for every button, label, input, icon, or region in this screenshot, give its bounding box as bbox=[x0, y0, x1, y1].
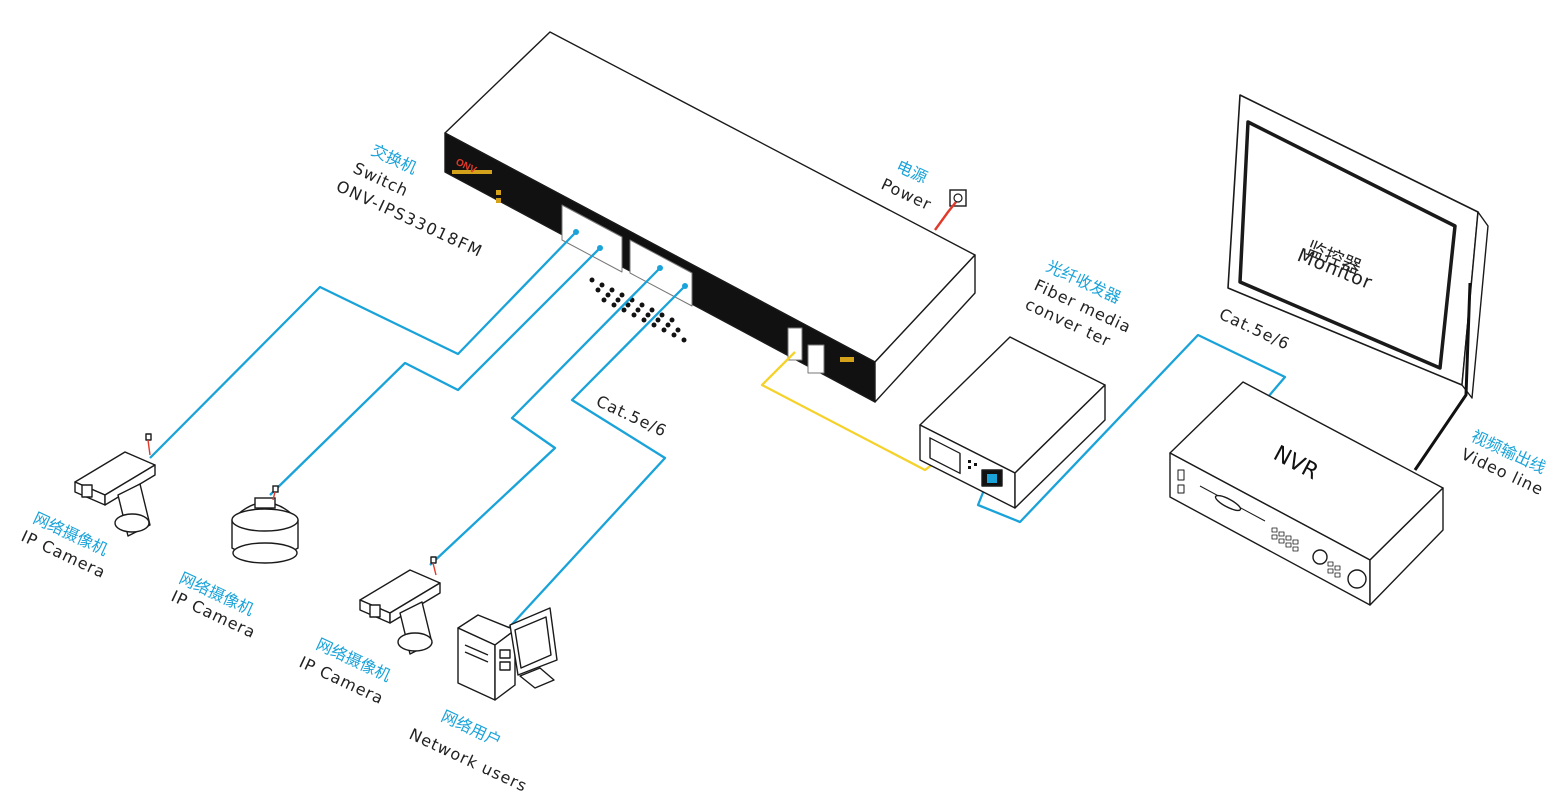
cable-connectors bbox=[573, 229, 688, 289]
dome-camera-icon bbox=[231, 485, 299, 564]
cat-cable-label-right: Cat.5e/6 bbox=[1216, 304, 1293, 353]
video-output-cable bbox=[1413, 282, 1472, 471]
nvr-device bbox=[1169, 381, 1444, 606]
switch-vents bbox=[589, 277, 687, 343]
cat-cable-label-left: Cat.5e/6 bbox=[593, 391, 670, 440]
desktop-computer-icon bbox=[457, 607, 558, 701]
switch-model-label: ONV-IPS33018FM bbox=[333, 176, 486, 261]
power-cable bbox=[934, 201, 957, 231]
monitor-device bbox=[1227, 94, 1489, 399]
ethernet-cables bbox=[149, 231, 1287, 633]
switch-device bbox=[444, 31, 976, 403]
bullet-camera-icon bbox=[74, 433, 156, 537]
bullet-camera-icon-2 bbox=[359, 556, 441, 655]
fiber-media-converter bbox=[919, 336, 1106, 509]
power-outlet-icon bbox=[949, 189, 967, 207]
